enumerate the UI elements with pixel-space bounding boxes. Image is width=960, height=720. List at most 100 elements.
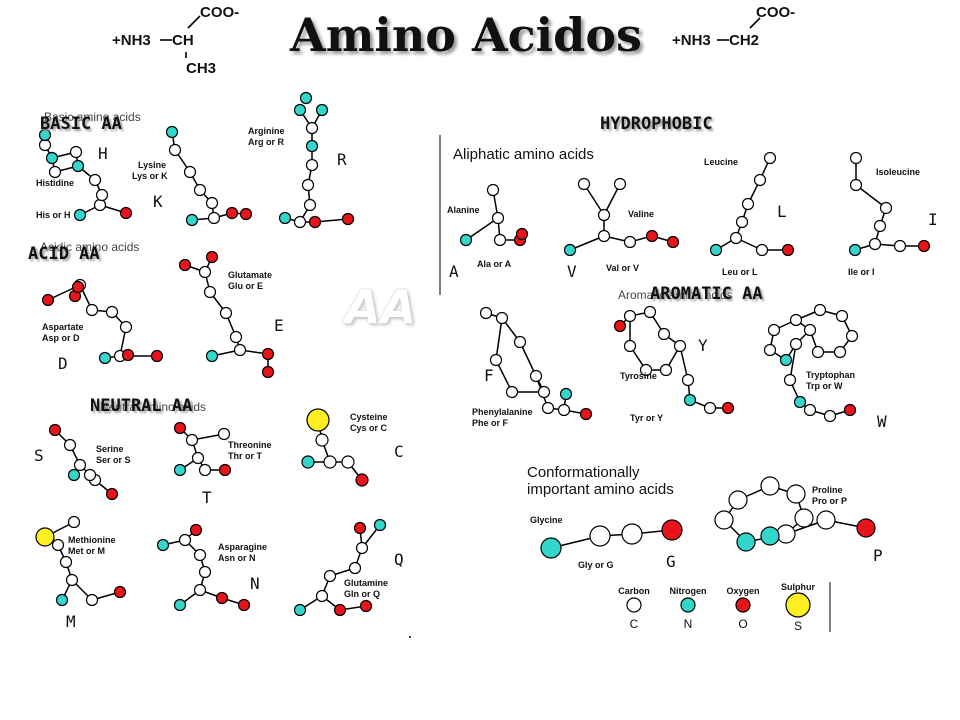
lysine-atom-c [207,211,221,225]
threonine-letter: T [202,488,212,507]
valine-atom-c [597,208,611,222]
phenylalanine-atom-c [537,385,551,399]
isoleucine-atom-c [873,219,887,233]
glutamine-atom-c [355,541,369,555]
tryptophan-atom-c [813,303,827,317]
asparagine-atom-n [156,538,170,552]
leucine-atom-c [729,231,743,245]
proline-name: Proline [812,485,843,495]
subheader-acidic: Acidic amino acids [40,240,140,254]
aspartate-atom-o [71,280,85,294]
histidine-atom-c [48,165,62,179]
serine-letter: S [34,446,44,465]
cysteine-code: Cys or C [350,423,388,433]
asparagine-atom-c [193,583,207,597]
phenylalanine-atom-o [579,407,593,421]
subheader-basic: Basic amino acids [44,110,141,124]
glutamate-letter: E [274,316,284,335]
glutamate-atom-n [205,349,219,363]
subheader-conformational-1: Conformationally [527,464,640,481]
isoleucine-atom-c [868,237,882,251]
glutamine-atom-c [315,589,329,603]
arginine-atom-o [308,215,322,229]
phenylalanine-bond [519,341,537,377]
glycine-atom-n [540,537,562,559]
histidine-letter: H [98,144,108,163]
isoleucine-bond [855,184,887,209]
phenylalanine-bond [495,317,503,361]
section-basic: BASIC AA [40,114,122,134]
page-title: Amino Acidos [290,8,642,62]
leucine-code: Leu or L [722,267,758,277]
tryptophan-atom-c [767,323,781,337]
tryptophan-atom-c [845,329,859,343]
tryptophan-atom-n [779,353,793,367]
lysine-atom-c [183,165,197,179]
glycine-name: Glycine [530,515,563,525]
section-aromatic: AROMATIC AA [650,284,763,304]
asparagine-atom-o [237,598,251,612]
subheader-aliphatic: Aliphatic amino acids [453,146,594,163]
tyrosine-atom-c [657,327,671,341]
phenylalanine-atom-c [541,401,555,415]
methionine-atom-c [51,538,65,552]
leucine-letter: L [777,202,787,221]
leucine-atom-c [735,215,749,229]
tryptophan-code: Trp or W [806,381,843,391]
cysteine-letter: C [394,442,404,461]
glutamate-atom-c [203,285,217,299]
histidine-atom-n [73,208,87,222]
histidine-atom-c [88,173,102,187]
section-hydrophobic: HYDROPHOBIC [600,114,713,134]
formula-right-coo: COO- [756,4,796,21]
tryptophan-atom-c [823,409,837,423]
glutamine-atom-o [359,599,373,613]
glutamate-name: Glutamate [228,270,273,280]
cysteine-atom-c [323,455,337,469]
phenylalanine-code: Phe or F [472,418,509,428]
alanine-atom-n [459,233,473,247]
asparagine-atom-c [198,565,212,579]
phenylalanine-name: Phenylalanine [472,407,533,417]
histidine-atom-n [38,128,52,142]
glutamine-letter: Q [394,550,404,569]
tyrosine-atom-o [613,319,627,333]
aspartate-letter: D [58,354,68,373]
phenylalanine-atom-c [513,335,527,349]
leucine-atom-c [753,173,767,187]
formula-left-coo: COO- [200,4,240,21]
valine-atom-c [597,229,611,243]
subheader-neutral: Neutral amino acids [100,400,207,414]
tyrosine-atom-c [659,363,673,377]
alanine-bond [465,217,499,241]
tyrosine-atom-o [721,401,735,415]
watermark: AA [345,280,417,334]
arginine-atom-n [315,103,329,117]
isoleucine-atom-c [879,201,893,215]
arginine-atom-c [303,198,317,212]
serine-atom-c [63,438,77,452]
tryptophan-atom-c [811,345,825,359]
valine-atom-o [645,229,659,243]
methionine-atom-c [59,555,73,569]
lysine-atom-o [225,206,239,220]
formula-left-r: CH3 [186,60,217,77]
cysteine-name: Cysteine [350,412,388,422]
asparagine-atom-o [189,523,203,537]
proline-atom-n [760,526,780,546]
legend-sulphur-symbol: S [793,619,802,633]
arginine-code: Arg or R [248,137,284,147]
glutamate-atom-o [205,250,219,264]
valine-letter: V [567,262,577,281]
arginine-atom-n [278,211,292,225]
proline-atom-o [856,518,876,538]
glycine-atom-c [621,523,643,545]
aspartate-code: Asp or D [42,333,80,343]
glycine-letter: G [666,552,676,571]
tyrosine-code: Tyr or Y [630,413,664,423]
serine-atom-c [83,468,97,482]
tryptophan-atom-c [803,323,817,337]
lysine-atom-c [205,196,219,210]
alanine-code: Ala or A [477,259,512,269]
